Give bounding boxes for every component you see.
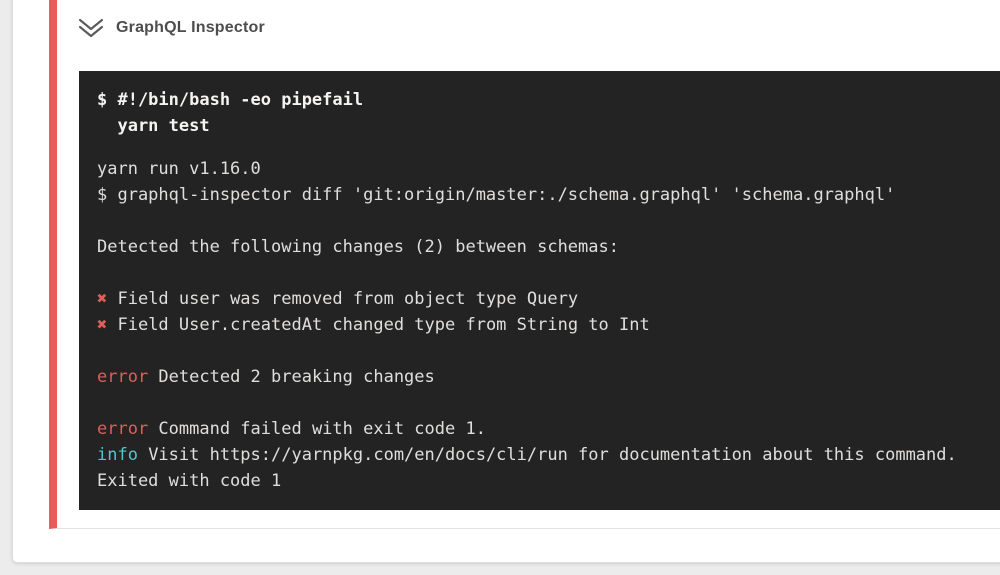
terminal-text: yarn test: [97, 116, 210, 136]
terminal-line: $ #!/bin/bash -eo pipefail: [97, 87, 1000, 113]
terminal-line: error Command failed with exit code 1.: [97, 416, 1000, 442]
terminal-text: Field user was removed from object type …: [107, 289, 579, 309]
terminal-line: error Detected 2 breaking changes: [97, 364, 1000, 390]
terminal-text: Detected 2 breaking changes: [148, 367, 435, 387]
terminal-text: Command failed with exit code 1.: [148, 419, 486, 439]
terminal-text: Field User.createdAt changed type from S…: [107, 315, 650, 335]
cross-mark-icon: ✖: [97, 315, 108, 335]
terminal-line: info Visit https://yarnpkg.com/en/docs/c…: [97, 442, 1000, 468]
terminal-output-block: yarn run v1.16.0 $ graphql-inspector dif…: [97, 156, 1000, 494]
terminal-command-block: $ #!/bin/bash -eo pipefail yarn test: [97, 87, 1000, 139]
error-label: error: [97, 419, 149, 439]
terminal-text: $ #!/bin/bash -eo pipefail: [97, 90, 364, 110]
terminal-line: ✖ Field User.createdAt changed type from…: [97, 312, 1000, 338]
terminal-line-blank: [97, 338, 1000, 364]
terminal-text: Exited with code 1: [97, 471, 282, 491]
step-header[interactable]: GraphQL Inspector: [77, 15, 265, 41]
terminal-text: Visit https://yarnpkg.com/en/docs/cli/ru…: [137, 445, 957, 465]
terminal-output: $ #!/bin/bash -eo pipefail yarn test yar…: [79, 71, 1000, 510]
step-section-graphql-inspector: GraphQL Inspector $ #!/bin/bash -eo pipe…: [49, 0, 1000, 529]
terminal-line-blank: [97, 260, 1000, 286]
terminal-text: Detected the following changes (2) betwe…: [97, 237, 619, 257]
job-output-card: GraphQL Inspector $ #!/bin/bash -eo pipe…: [12, 0, 1000, 563]
terminal-line-blank: [97, 390, 1000, 416]
terminal-text: $ graphql-inspector diff 'git:origin/mas…: [97, 185, 896, 205]
terminal-text: yarn run v1.16.0: [97, 159, 261, 179]
terminal-line: yarn test: [97, 113, 1000, 139]
terminal-line: ✖ Field user was removed from object typ…: [97, 286, 1000, 312]
terminal-line-blank: [97, 208, 1000, 234]
terminal-line: Exited with code 1: [97, 468, 1000, 494]
terminal-line: Detected the following changes (2) betwe…: [97, 234, 1000, 260]
error-label: error: [97, 367, 149, 387]
terminal-line: $ graphql-inspector diff 'git:origin/mas…: [97, 182, 1000, 208]
terminal-line: yarn run v1.16.0: [97, 156, 1000, 182]
info-label: info: [97, 445, 138, 465]
chevron-double-down-icon[interactable]: [77, 15, 105, 41]
cross-mark-icon: ✖: [97, 289, 108, 309]
step-title: GraphQL Inspector: [116, 19, 265, 36]
